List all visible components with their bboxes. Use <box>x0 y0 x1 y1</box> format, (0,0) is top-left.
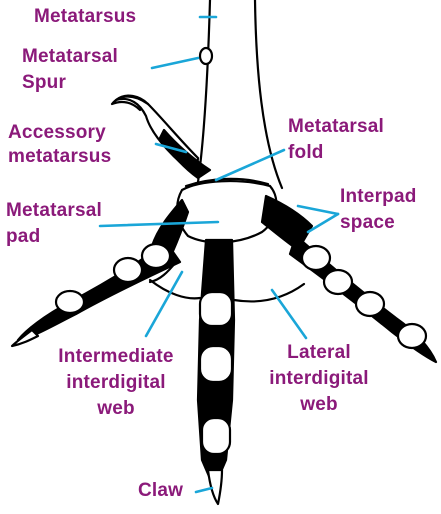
label-interpad-2: space <box>340 212 395 233</box>
label-lateral-2: interdigital <box>254 368 384 389</box>
label-intermediate-2: interdigital <box>36 372 196 393</box>
middle-claw <box>208 470 222 504</box>
middle-toe-pad-2 <box>200 346 232 382</box>
label-metatarsus: Metatarsus <box>34 6 136 27</box>
metatarsus-shaft <box>198 0 210 182</box>
left-toe-pad-1 <box>142 244 170 268</box>
right-toe-pad-1 <box>302 246 330 270</box>
middle-toe-pad-3 <box>202 418 230 454</box>
lateral-web <box>234 284 304 301</box>
left-toe-pad-2 <box>114 258 142 282</box>
label-metatarsal-spur-2: Spur <box>22 72 66 93</box>
leader-claw <box>196 488 212 492</box>
label-intermediate-3: web <box>36 398 196 419</box>
leader-spur <box>152 58 198 68</box>
leader-interpad-2 <box>308 214 338 232</box>
label-metatarsal-fold-1: Metatarsal <box>288 116 384 137</box>
label-interpad-1: Interpad <box>340 186 417 207</box>
right-toe-pad-3 <box>356 292 384 316</box>
label-accessory-1: Accessory <box>8 122 106 143</box>
label-metatarsal-fold-2: fold <box>288 142 324 163</box>
label-metatarsal-pad-1: Metatarsal <box>6 200 102 221</box>
middle-toe-pad-1 <box>200 292 232 326</box>
label-intermediate-1: Intermediate <box>36 346 196 367</box>
metatarsal-spur <box>200 48 212 64</box>
right-toe-pad-4 <box>398 324 426 348</box>
leader-lateral <box>272 290 306 338</box>
label-claw: Claw <box>138 480 183 501</box>
label-metatarsal-spur-1: Metatarsal <box>22 46 118 67</box>
label-metatarsal-pad-2: pad <box>6 226 40 247</box>
leader-interpad-1 <box>298 206 338 214</box>
label-accessory-2: metatarsus <box>8 146 111 167</box>
right-toe-pad-2 <box>324 270 352 294</box>
label-lateral-1: Lateral <box>254 342 384 363</box>
left-toe-pad-3 <box>56 291 84 313</box>
label-lateral-3: web <box>254 394 384 415</box>
metatarsal-pad <box>177 181 276 242</box>
